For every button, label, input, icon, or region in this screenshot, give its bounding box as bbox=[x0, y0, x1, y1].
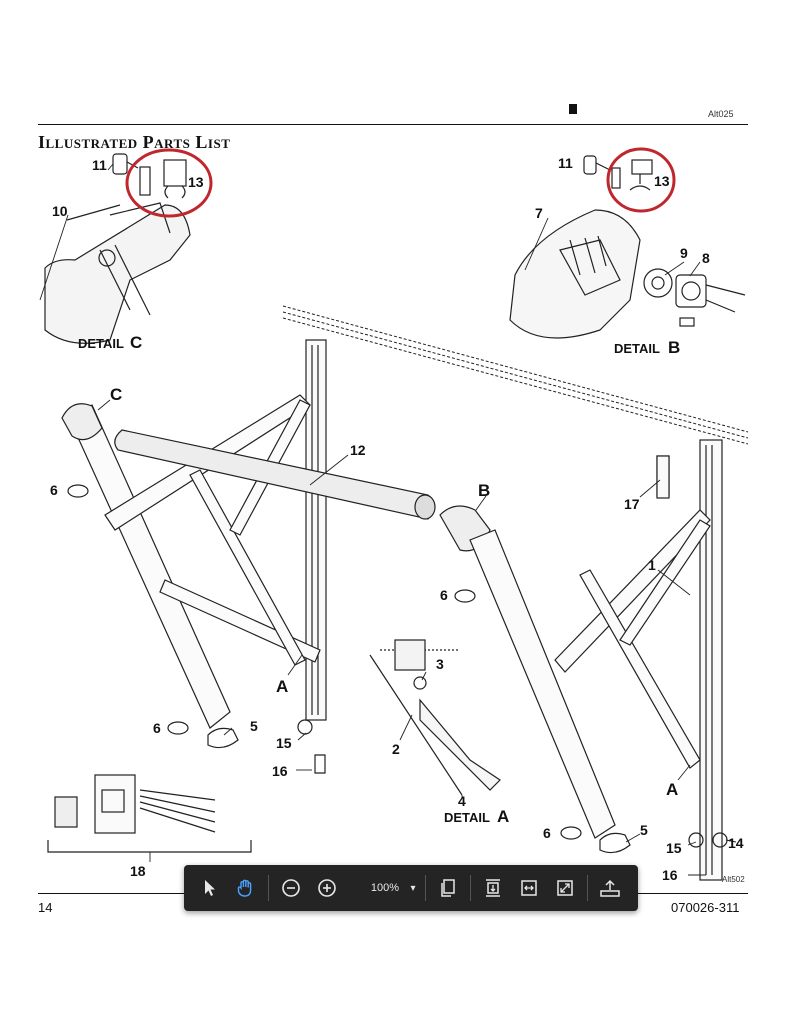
label-a-left: A bbox=[276, 677, 288, 696]
label-detail-a: DETAIL bbox=[444, 810, 490, 825]
zoom-in-button[interactable] bbox=[309, 870, 345, 906]
label-detail-b: DETAIL bbox=[614, 341, 660, 356]
document-number: 070026-311 bbox=[671, 900, 740, 915]
label-detail-c: DETAIL bbox=[78, 336, 124, 351]
label-5-left: 5 bbox=[250, 718, 258, 734]
label-detail-c-letter: C bbox=[130, 333, 142, 352]
toolbar-separator bbox=[268, 875, 269, 901]
pages-icon bbox=[441, 879, 455, 897]
label-8: 8 bbox=[702, 250, 710, 266]
label-16-right: 16 bbox=[662, 867, 678, 883]
label-detail-a-letter: A bbox=[497, 807, 509, 826]
fit-width-icon bbox=[521, 880, 537, 896]
label-5-right: 5 bbox=[640, 822, 648, 838]
label-c: C bbox=[110, 385, 122, 404]
left-arm-assembly bbox=[61, 339, 436, 774]
label-1: 1 bbox=[648, 557, 656, 573]
wall-rail bbox=[282, 305, 749, 445]
label-2: 2 bbox=[392, 741, 400, 757]
switch-illustration bbox=[47, 774, 252, 853]
detail-b-illustration bbox=[509, 155, 746, 339]
leader-lines bbox=[39, 163, 737, 876]
label-13-left: 13 bbox=[188, 174, 204, 190]
label-17: 17 bbox=[624, 496, 640, 512]
toolbar-separator bbox=[425, 875, 426, 901]
label-4: 4 bbox=[458, 793, 466, 809]
page-number: 14 bbox=[38, 900, 53, 915]
detail-c-illustration bbox=[44, 153, 191, 344]
label-10: 10 bbox=[52, 203, 68, 219]
cursor-arrow-icon bbox=[205, 880, 215, 896]
label-15-left: 15 bbox=[276, 735, 292, 751]
fit-width-button[interactable] bbox=[511, 870, 547, 906]
label-15-right: 15 bbox=[666, 840, 682, 856]
label-6-c: 6 bbox=[153, 720, 161, 736]
header-code: Alt025 bbox=[708, 109, 734, 119]
hand-icon bbox=[237, 879, 252, 897]
label-b: B bbox=[478, 481, 490, 500]
pdf-toolbar: 100% ▾ bbox=[184, 865, 638, 911]
highlight-circle-b bbox=[606, 147, 676, 213]
pan-tool-button[interactable] bbox=[228, 870, 264, 906]
label-6-d: 6 bbox=[543, 825, 551, 841]
plus-circle-icon bbox=[318, 879, 336, 897]
label-13-right: 13 bbox=[654, 173, 670, 189]
page-view-button[interactable] bbox=[430, 870, 466, 906]
minus-circle-icon bbox=[282, 879, 300, 897]
zoom-level[interactable]: 100% bbox=[370, 882, 399, 894]
header-rule bbox=[38, 124, 748, 125]
label-11-left: 11 bbox=[92, 157, 107, 173]
warning-plate bbox=[656, 455, 670, 499]
label-16-left: 16 bbox=[272, 763, 288, 779]
toolbar-separator bbox=[587, 875, 588, 901]
export-button[interactable] bbox=[592, 870, 628, 906]
fit-page-button[interactable] bbox=[475, 870, 511, 906]
label-6-a: 6 bbox=[50, 482, 58, 498]
right-arm-assembly bbox=[439, 439, 728, 881]
label-9: 9 bbox=[680, 245, 688, 261]
zoom-dropdown-caret-icon[interactable]: ▾ bbox=[410, 882, 416, 894]
label-6-b: 6 bbox=[440, 587, 448, 603]
detail-a-illustration bbox=[369, 639, 501, 796]
drawing-code: Alt502 bbox=[722, 875, 745, 884]
page-title: Illustrated Parts List bbox=[38, 132, 231, 152]
label-18: 18 bbox=[130, 863, 146, 879]
zoom-out-button[interactable] bbox=[273, 870, 309, 906]
select-tool-button[interactable] bbox=[192, 870, 228, 906]
toolbar-separator bbox=[470, 875, 471, 901]
expand-icon bbox=[557, 880, 573, 896]
label-11-right: 11 bbox=[558, 155, 573, 171]
label-14: 14 bbox=[728, 835, 744, 851]
label-3: 3 bbox=[436, 656, 444, 672]
highlight-circle-c bbox=[125, 148, 213, 218]
brand-mark bbox=[569, 104, 577, 114]
label-a-right: A bbox=[666, 780, 678, 799]
label-7: 7 bbox=[535, 205, 543, 221]
upload-tray-icon bbox=[600, 879, 620, 897]
full-screen-button[interactable] bbox=[547, 870, 583, 906]
label-12: 12 bbox=[350, 442, 366, 458]
label-detail-b-letter: B bbox=[668, 338, 680, 357]
fit-page-icon bbox=[486, 879, 500, 897]
